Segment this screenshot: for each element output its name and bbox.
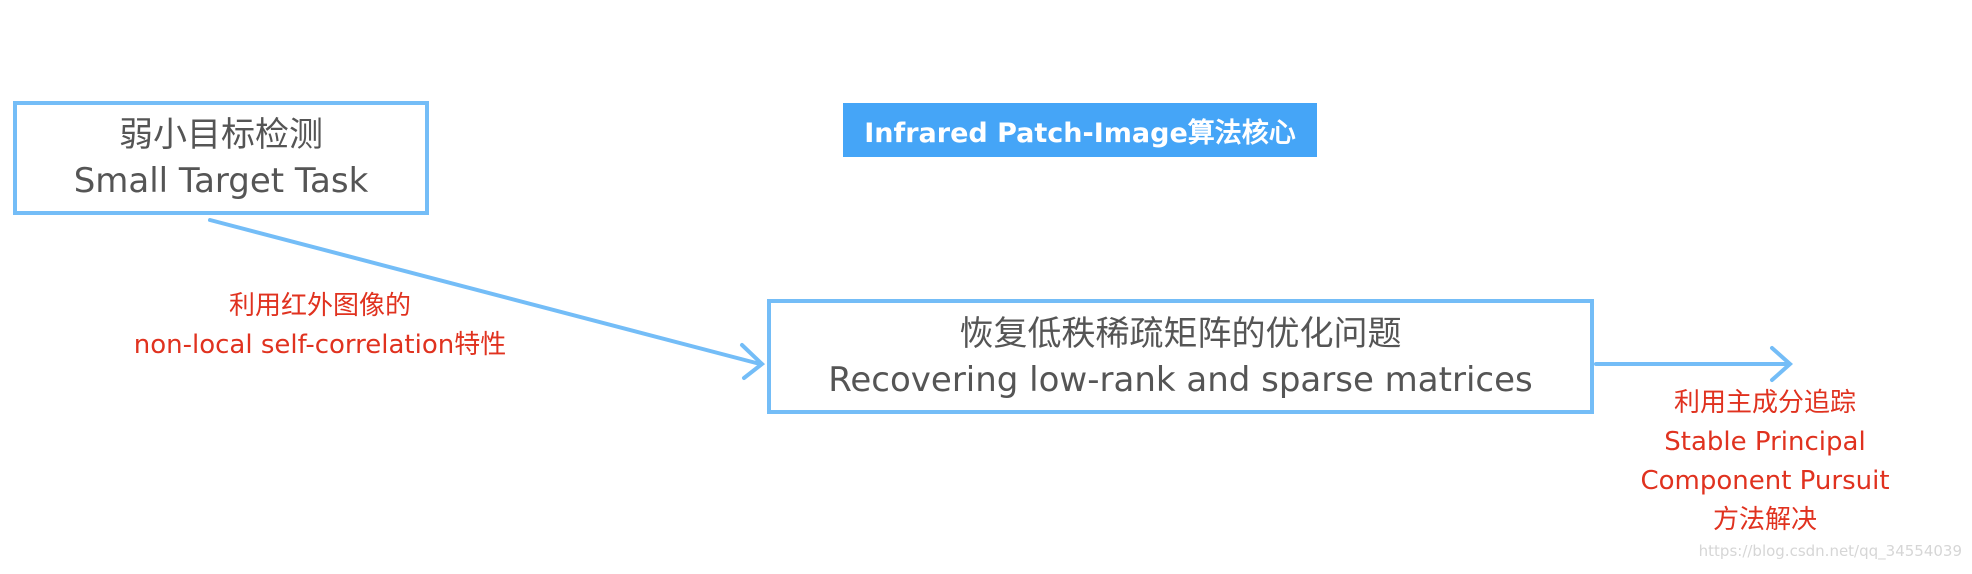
note2-line1: 利用主成分追踪: [1673, 388, 1856, 418]
note2-line4: 方法解决: [1712, 505, 1817, 535]
box2-english: Recovering low-rank and sparse matrices: [828, 359, 1533, 400]
note1-line2: non-local self-correlation特性: [133, 330, 507, 360]
spcp-note: 利用主成分追踪 Stable Principal Component Pursu…: [1605, 384, 1925, 540]
title-label: Infrared Patch-Image算法核心: [843, 103, 1317, 157]
box1-english: Small Target Task: [73, 161, 369, 201]
note2-line3: Component Pursuit: [1640, 466, 1890, 496]
box1-chinese: 弱小目标检测: [119, 115, 323, 155]
small-target-task-box: 弱小目标检测 Small Target Task: [13, 101, 429, 215]
self-correlation-note: 利用红外图像的 non-local self-correlation特性: [90, 287, 550, 365]
recovery-problem-box: 恢复低秩稀疏矩阵的优化问题 Recovering low-rank and sp…: [767, 299, 1594, 414]
arrow-recovery-to-spcp: [1594, 346, 1794, 382]
arrow-task-to-recovery: [208, 218, 766, 380]
watermark: https://blog.csdn.net/qq_34554039: [1698, 542, 1962, 560]
note2-line2: Stable Principal: [1664, 427, 1866, 457]
note1-line1: 利用红外图像的: [228, 291, 411, 321]
box2-chinese: 恢复低秩稀疏矩阵的优化问题: [959, 313, 1402, 354]
